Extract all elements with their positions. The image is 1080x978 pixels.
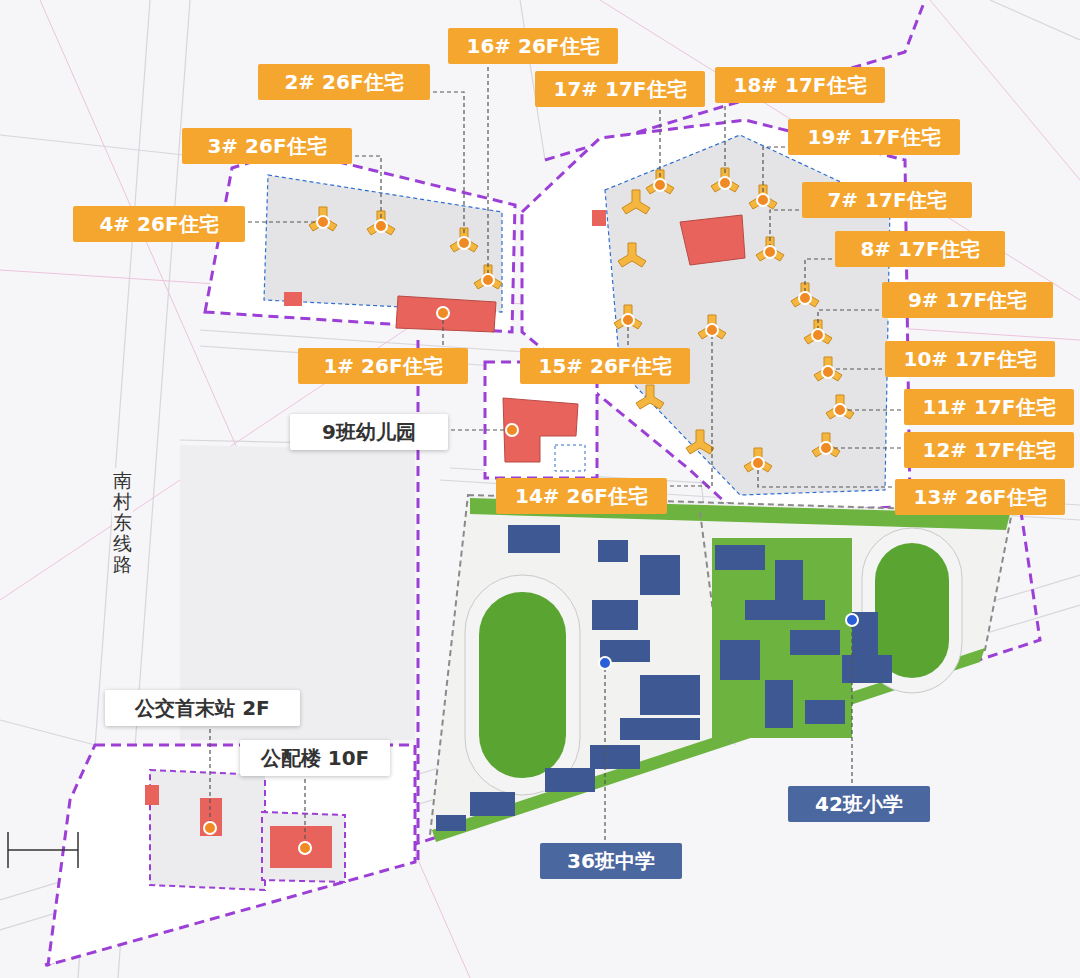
location-dot [482, 274, 494, 286]
callout-text: 4# 26F住宅 [99, 211, 218, 238]
leader-line [763, 147, 785, 200]
leader-line [487, 67, 488, 280]
leader-line [209, 729, 210, 828]
location-dot [599, 657, 611, 669]
callout-box: 1# 26F住宅 [298, 348, 468, 384]
callout-text: 3# 26F住宅 [207, 133, 326, 160]
callout-text: 11# 17F住宅 [922, 394, 1055, 421]
callout-box: 9# 17F住宅 [882, 282, 1053, 318]
location-dot [834, 404, 846, 416]
callout-box: 16# 26F住宅 [448, 28, 618, 64]
leader-line [840, 409, 901, 410]
callout-text: 9# 17F住宅 [908, 287, 1027, 314]
leader-line [818, 310, 879, 335]
callout-box: 8# 17F住宅 [835, 231, 1005, 267]
callout-box: 17# 17F住宅 [535, 71, 705, 107]
leader-line [433, 92, 464, 243]
location-dot [317, 216, 329, 228]
callout-text: 2# 26F住宅 [284, 69, 403, 96]
callout-text: 15# 26F住宅 [538, 353, 671, 380]
leader-line [304, 779, 305, 848]
location-dot [506, 424, 518, 436]
callout-text: 公配楼 10F [261, 745, 369, 772]
callout-box: 7# 17F住宅 [802, 182, 972, 218]
callout-text: 36班中学 [567, 848, 655, 875]
callout-text: 10# 17F住宅 [903, 346, 1036, 373]
location-dot [204, 822, 216, 834]
callout-box: 9班幼儿园 [290, 414, 448, 450]
callout-text: 17# 17F住宅 [553, 76, 686, 103]
callout-text: 12# 17F住宅 [922, 437, 1055, 464]
leader-line [770, 210, 799, 252]
callout-box: 14# 26F住宅 [496, 478, 667, 514]
location-dot [719, 177, 731, 189]
leader-line [828, 369, 882, 372]
location-dot [846, 614, 858, 626]
location-dot [706, 324, 718, 336]
callout-text: 16# 26F住宅 [466, 33, 599, 60]
leader-line [604, 663, 605, 840]
leader-line [826, 447, 901, 448]
callout-box: 4# 26F住宅 [73, 206, 245, 242]
location-dot [458, 237, 470, 249]
location-dot [654, 179, 666, 191]
callout-box: 36班中学 [540, 843, 682, 879]
leader-line [758, 463, 892, 487]
leader-line [248, 221, 323, 222]
leader-line [805, 259, 832, 298]
location-dot [820, 442, 832, 454]
callout-text: 8# 17F住宅 [860, 236, 979, 263]
callout-text: 42班小学 [815, 791, 903, 818]
leader-line [355, 156, 381, 226]
location-dot [375, 220, 387, 232]
leader-line [724, 106, 725, 183]
location-dot [799, 292, 811, 304]
callout-text: 18# 17F住宅 [733, 72, 866, 99]
callout-text: 7# 17F住宅 [827, 187, 946, 214]
leader-line [659, 110, 660, 185]
location-dot [757, 194, 769, 206]
callout-box: 11# 17F住宅 [904, 389, 1074, 425]
callout-box: 15# 26F住宅 [520, 348, 690, 384]
location-dot [764, 246, 776, 258]
callout-box: 19# 17F住宅 [788, 119, 960, 155]
callout-text: 13# 26F住宅 [913, 484, 1046, 511]
location-dot [822, 366, 834, 378]
location-dot [622, 314, 634, 326]
callout-box: 2# 26F住宅 [258, 64, 430, 100]
callout-box: 3# 26F住宅 [182, 128, 352, 164]
callout-box: 10# 17F住宅 [885, 341, 1055, 377]
callout-text: 1# 26F住宅 [323, 353, 442, 380]
leader-line [451, 429, 512, 430]
location-dot [812, 329, 824, 341]
callout-box: 公配楼 10F [240, 740, 390, 776]
callout-box: 公交首末站 2F [105, 690, 300, 726]
callout-text: 14# 26F住宅 [515, 483, 648, 510]
callout-box: 42班小学 [788, 786, 930, 822]
location-dot [752, 457, 764, 469]
callout-text: 公交首末站 2F [135, 695, 270, 722]
callout-box: 18# 17F住宅 [715, 67, 885, 103]
callout-text: 9班幼儿园 [322, 419, 416, 446]
leader-line [851, 620, 852, 783]
callout-box: 12# 17F住宅 [904, 432, 1074, 468]
callout-text: 19# 17F住宅 [807, 124, 940, 151]
location-dot [437, 307, 449, 319]
location-dot [299, 842, 311, 854]
road-name: 南村东线路 [112, 468, 133, 576]
callout-box: 13# 26F住宅 [895, 479, 1065, 515]
